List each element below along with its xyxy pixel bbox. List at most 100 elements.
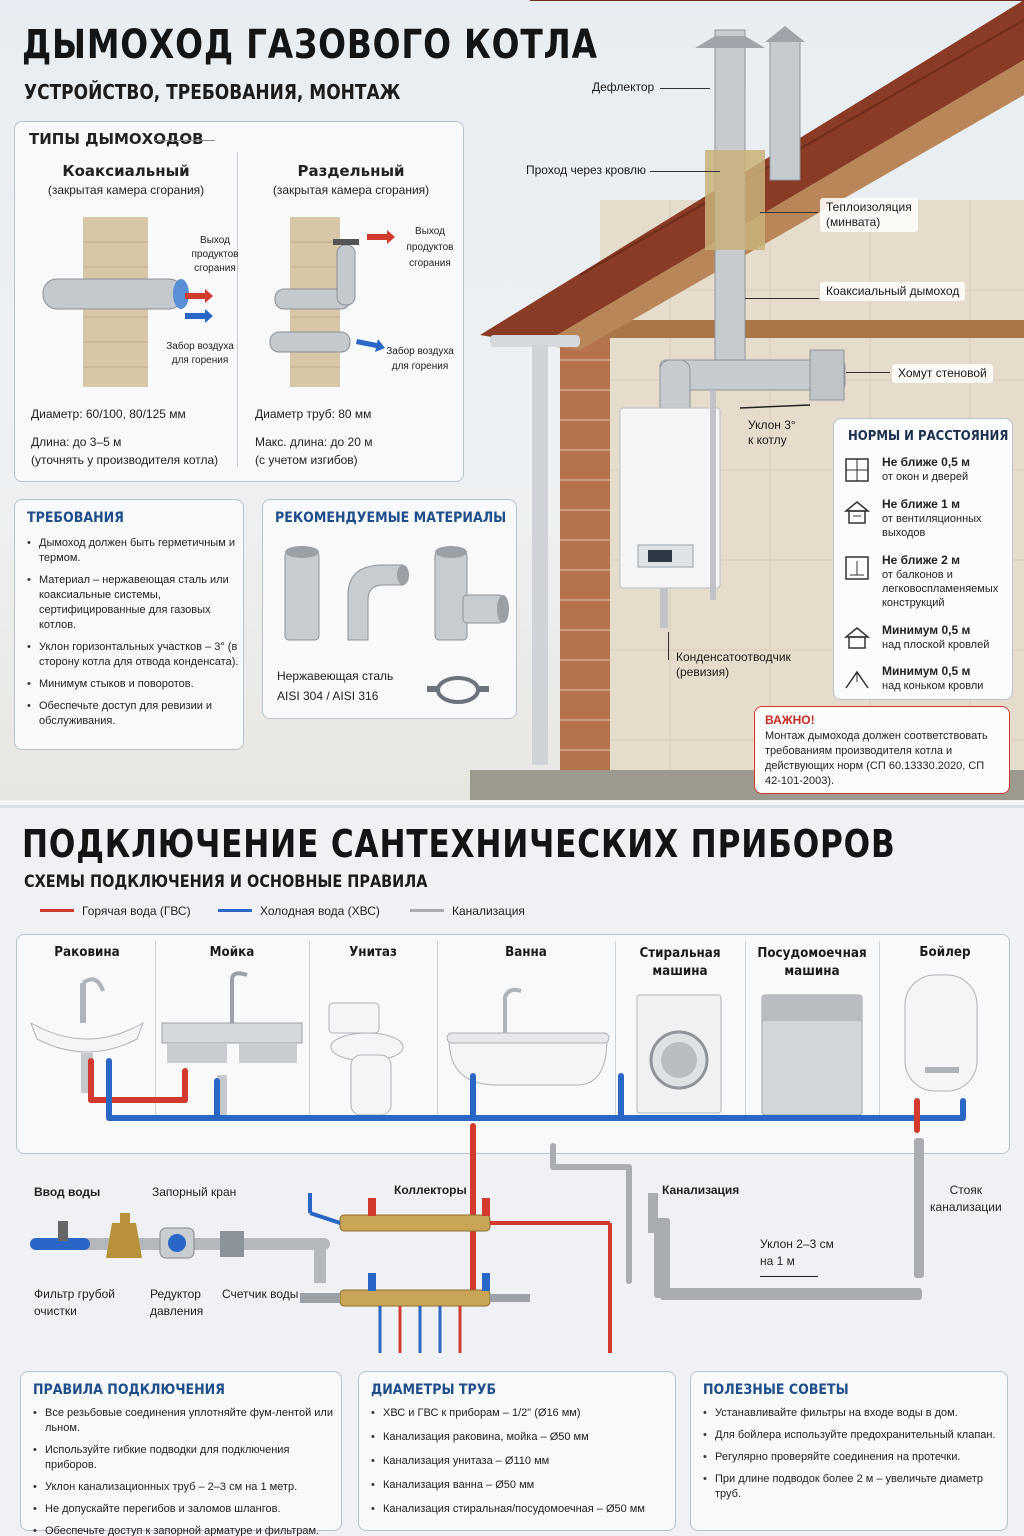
label-water-inlet: Ввод воды — [34, 1185, 101, 1199]
diameter-item: Канализация раковина, мойка – Ø50 мм — [371, 1430, 667, 1445]
legend-hot: Горячая вода (ГВС) — [82, 904, 191, 918]
label-shutoff: Запорный кран — [152, 1185, 237, 1199]
fixtures-illustration — [30, 971, 978, 1116]
diameter-item: Канализация ванна – Ø50 мм — [371, 1478, 667, 1493]
label-collectors: Коллекторы — [394, 1183, 467, 1197]
requirement-item: Материал – нержавеющая сталь или коаксиа… — [27, 573, 239, 633]
legend-hot-swatch — [40, 909, 74, 912]
requirement-item: Обеспечьте доступ для ревизии и обслужив… — [27, 699, 239, 729]
chimney-pipe-2 — [769, 39, 801, 181]
tips-heading: ПОЛЕЗНЫЕ СОВЕТЫ — [703, 1382, 849, 1398]
tips-panel: ПОЛЕЗНЫЕ СОВЕТЫ Устанавливайте фильтры н… — [690, 1371, 1008, 1531]
legend-sewer-swatch — [410, 909, 444, 912]
materials-line1: Нержавеющая сталь — [277, 669, 394, 683]
coaxial-name: Коаксиальный — [62, 162, 190, 180]
deflector-cap — [695, 36, 765, 48]
brick-column — [560, 330, 610, 800]
requirement-item: Дымоход должен быть герметичным и термом… — [27, 536, 239, 566]
tip-item: При длине подводок более 2 м – увеличьте… — [703, 1472, 999, 1502]
separate-length: Макс. длина: до 20 м — [255, 435, 373, 449]
roof-ridge-icon — [845, 670, 869, 689]
fixture-kitchen-sink: Мойка — [209, 945, 255, 960]
roof-underside — [540, 60, 1024, 350]
plumbing-section: ПОДКЛЮЧЕНИЕ САНТЕХНИЧЕСКИХ ПРИБОРОВ СХЕМ… — [0, 805, 1024, 1536]
diameter-item: Канализация стиральная/посудомоечная – Ø… — [371, 1502, 667, 1517]
coaxial-length-note: (уточнять у производителя котла) — [31, 453, 219, 467]
rules-panel: ПРАВИЛА ПОДКЛЮЧЕНИЯ Все резьбовые соедин… — [20, 1371, 342, 1536]
separate-exhaust: Выход продуктов сгорания — [406, 226, 454, 269]
rule-item: Обеспечьте доступ к запорной арматуре и … — [33, 1524, 333, 1536]
diameter-item: ХВС и ГВС к приборам – 1/2" (Ø16 мм) — [371, 1406, 667, 1421]
hot-line-sink — [88, 1097, 188, 1103]
clamp-illustration — [427, 676, 489, 704]
flat-roof-icon — [844, 627, 870, 649]
label-sewer: Канализация — [662, 1183, 740, 1197]
gas-boiler — [619, 407, 721, 589]
balcony-icon — [845, 556, 869, 580]
callout-condensate: Конденсатоотводчик (ревизия) — [676, 650, 791, 679]
rule-item: Не допускайте перегибов и заломов шланго… — [33, 1502, 333, 1517]
legend-cold: Холодная вода (ХВС) — [260, 904, 380, 918]
rules-heading: ПРАВИЛА ПОДКЛЮЧЕНИЯ — [33, 1382, 225, 1398]
separate-diameter: Диаметр труб: 80 мм — [255, 407, 372, 421]
coaxial-note: (закрытая камера сгорания) — [47, 183, 205, 197]
chimney-types-panel: ТИПЫ ДЫМОХОДОВ Коаксиальный (закрытая ка… — [14, 121, 464, 482]
collectors-illustration — [300, 1193, 658, 1353]
rule-item: Уклон канализационных труб – 2–3 см на 1… — [33, 1480, 333, 1495]
plumbing-title: ПОДКЛЮЧЕНИЕ САНТЕХНИЧЕСКИХ ПРИБОРОВ — [22, 822, 896, 866]
vent-house-icon — [844, 501, 870, 524]
callout-slope: Уклон 3° к котлу — [748, 418, 796, 447]
plumbing-subtitle: СХЕМЫ ПОДКЛЮЧЕНИЯ И ОСНОВНЫЕ ПРАВИЛА — [24, 872, 428, 892]
rule-item: Используйте гибкие подводки для подключе… — [33, 1443, 333, 1473]
callout-coaxial-flue: Коаксиальный дымоход — [820, 282, 966, 301]
legend-sewer: Канализация — [452, 904, 525, 918]
label-meter: Счетчик воды — [222, 1287, 299, 1301]
water-inlet-illustration — [30, 1213, 330, 1283]
materials-illustration — [284, 546, 509, 641]
important-text: Монтаж дымохода должен соответствовать т… — [765, 730, 988, 787]
callout-wall-clamp: Хомут стеновой — [892, 364, 993, 383]
hot-bath-riser — [470, 1123, 476, 1298]
materials-heading: РЕКОМЕНДУЕМЫЕ МАТЕРИАЛЫ — [275, 510, 507, 526]
rules-list: Все резьбовые соединения уплотняйте фум-… — [33, 1406, 333, 1536]
rule-item: Все резьбовые соединения уплотняйте фум-… — [33, 1406, 333, 1436]
separate-length-note: (с учетом изгибов) — [255, 453, 358, 467]
coaxial-illustration — [42, 217, 213, 387]
fixture-boiler: Бойлер — [919, 945, 971, 960]
tip-item: Устанавливайте фильтры на входе воды в д… — [703, 1406, 999, 1421]
downpipe — [532, 345, 548, 765]
diameter-item: Канализация унитаза – Ø110 мм — [371, 1454, 667, 1469]
separate-illustration — [269, 217, 395, 387]
important-heading: ВАЖНО! — [765, 713, 815, 727]
window-icon — [845, 458, 869, 482]
separate-note: (закрытая камера сгорания) — [272, 183, 430, 197]
diameters-heading: ДИАМЕТРЫ ТРУБ — [371, 1382, 497, 1398]
requirement-item: Уклон горизонтальных участков – 3° (в ст… — [27, 640, 239, 670]
materials-line2: AISI 304 / AISI 316 — [277, 689, 379, 703]
important-panel: ВАЖНО! Монтаж дымохода должен соответств… — [754, 706, 1010, 794]
gutter — [490, 335, 580, 347]
sewer-riser-pipe — [914, 1138, 924, 1278]
deflector-cap-2 — [765, 26, 805, 42]
callout-insulation: Теплоизоляция (минвата) — [820, 198, 918, 232]
coaxial-exhaust: Выход продуктов сгорания — [191, 235, 239, 274]
types-heading: ТИПЫ ДЫМОХОДОВ — [29, 130, 204, 148]
requirements-list: Дымоход должен быть герметичным и термом… — [27, 536, 239, 736]
requirements-heading: ТРЕБОВАНИЯ — [27, 510, 124, 526]
diameters-list: ХВС и ГВС к приборам – 1/2" (Ø16 мм) Кан… — [371, 1406, 667, 1526]
materials-panel: РЕКОМЕНДУЕМЫЕ МАТЕРИАЛЫ Нержавеющая стал… — [262, 499, 517, 719]
callout-deflector: Дефлектор — [592, 80, 655, 94]
separate-name: Раздельный — [297, 162, 405, 180]
wall-clamp — [809, 349, 845, 401]
fixture-bath: Ванна — [505, 945, 547, 960]
